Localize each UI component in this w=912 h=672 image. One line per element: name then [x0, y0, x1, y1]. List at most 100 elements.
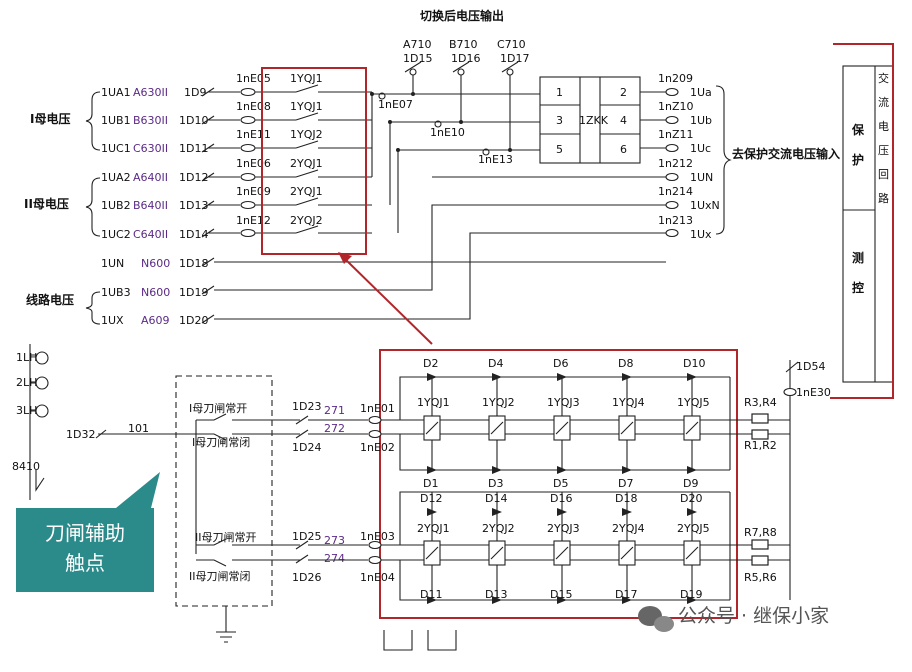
bus1-open-contact: I母刀闸常开 [189, 402, 247, 415]
svg-text:3LH: 3LH [16, 404, 37, 417]
svg-text:D5: D5 [553, 477, 568, 490]
svg-text:1D9: 1D9 [184, 86, 206, 99]
svg-text:D3: D3 [488, 477, 503, 490]
output-c-terminal: 1D17 [500, 52, 529, 65]
svg-text:1UB2: 1UB2 [101, 199, 131, 212]
bottom-stub-lines [383, 630, 457, 651]
svg-text:D14: D14 [485, 492, 507, 505]
bus2-closed-contact: II母刀闸常闭 [189, 570, 251, 583]
svg-text:D6: D6 [553, 357, 568, 370]
svg-text:1nE04: 1nE04 [360, 571, 395, 584]
to-protection-label: 去保护交流电压输入 [732, 146, 840, 161]
svg-text:2YQJ3: 2YQJ3 [547, 522, 580, 535]
right-terminal-1ne30: 1nE30 [796, 386, 831, 399]
svg-text:5: 5 [556, 143, 563, 156]
svg-text:D20: D20 [680, 492, 702, 505]
svg-text:D19: D19 [680, 588, 702, 601]
svg-text:1UxN: 1UxN [690, 199, 720, 212]
svg-text:1nE05: 1nE05 [236, 72, 271, 85]
svg-text:D12: D12 [420, 492, 442, 505]
highlight-arrow [343, 257, 433, 345]
svg-text:1D11: 1D11 [179, 142, 208, 155]
input-row-8: 1UB3 N600 1D19 [101, 286, 208, 299]
svg-text:N600: N600 [141, 286, 170, 299]
svg-text:D15: D15 [550, 588, 572, 601]
svg-text:2: 2 [620, 86, 627, 99]
knife-wiring [195, 413, 300, 567]
callout-line-2: 触点 [65, 551, 105, 575]
svg-text:1UN: 1UN [690, 171, 713, 184]
zkk-switch: 1 3 5 2 4 6 1ZKK [539, 76, 641, 164]
line-voltage-label: 线路电压 [26, 292, 74, 307]
watermark-text: 公众号 · 继保小家 [678, 605, 829, 627]
svg-text:1nE09: 1nE09 [236, 185, 271, 198]
svg-text:1UC1: 1UC1 [101, 142, 131, 155]
output-brace [715, 85, 732, 235]
protection-measure-box: 保护 测控 交流电压回路 [842, 65, 894, 383]
svg-text:1D20: 1D20 [179, 314, 208, 327]
svg-text:1UX: 1UX [101, 314, 124, 327]
svg-text:1LH: 1LH [16, 351, 37, 364]
ground-icon [216, 606, 236, 643]
svg-text:1nE06: 1nE06 [236, 157, 271, 170]
svg-text:274: 274 [324, 552, 345, 565]
svg-text:D10: D10 [683, 357, 705, 370]
output-b-label: B710 [449, 38, 478, 51]
svg-text:1n214: 1n214 [658, 185, 693, 198]
svg-text:R5,R6: R5,R6 [744, 571, 777, 584]
bottom-main-wire [95, 429, 196, 439]
svg-text:1UC2: 1UC2 [101, 228, 131, 241]
svg-text:1YQJ4: 1YQJ4 [612, 396, 645, 409]
relay-contact-highlight-box [261, 67, 367, 255]
svg-text:1n213: 1n213 [658, 214, 693, 227]
input-row-3: 1UC1 C630II 1D11 1nE11 1YQJ2 [101, 128, 323, 155]
svg-text:1YQJ1: 1YQJ1 [290, 72, 323, 85]
svg-text:C640II: C640II [133, 228, 168, 241]
protect-label: 保护 [851, 122, 865, 167]
svg-text:1YQJ1: 1YQJ1 [290, 100, 323, 113]
bus1-voltage-label: I母电压 [30, 111, 70, 126]
svg-text:1UA1: 1UA1 [101, 86, 131, 99]
svg-text:8410: 8410 [12, 460, 40, 473]
svg-text:1YQJ2: 1YQJ2 [482, 396, 515, 409]
svg-text:D18: D18 [615, 492, 637, 505]
svg-text:1n209: 1n209 [658, 72, 693, 85]
bus2-voltage-label: II母电压 [24, 196, 69, 211]
right-terminal-ellipse [783, 387, 797, 397]
svg-text:4: 4 [620, 114, 627, 127]
svg-text:1D12: 1D12 [179, 171, 208, 184]
input-row-5: 1UB2 B640II 1D13 1nE09 2YQJ1 [101, 185, 323, 212]
diagram-title: 切换后电压输出 [420, 8, 504, 23]
terminal-rows: 1D23 271 1nE01 1D24 272 1nE02 1D25 273 1… [292, 400, 395, 584]
input-row-4: 1UA2 A640II 1D12 1nE06 2YQJ1 [101, 157, 323, 184]
svg-text:R7,R8: R7,R8 [744, 526, 777, 539]
highlight-arrowhead [338, 252, 352, 264]
svg-text:D4: D4 [488, 357, 503, 370]
svg-text:2YQJ1: 2YQJ1 [290, 185, 323, 198]
svg-text:271: 271 [324, 404, 345, 417]
output-a-label: A710 [403, 38, 432, 51]
svg-text:N600: N600 [141, 257, 170, 270]
junction-1ne07: 1nE07 [378, 98, 413, 111]
callout-pointer [116, 472, 160, 512]
input-row-2: 1UB1 B630II 1D10 1nE08 1YQJ1 [101, 100, 323, 127]
input-row-1: 1UA1 A630II 1D9 1nE05 1YQJ1 [101, 72, 323, 99]
svg-text:D8: D8 [618, 357, 633, 370]
left-indicators: 1LH 2LH 3LH 8410 [12, 344, 49, 500]
svg-text:6: 6 [620, 143, 627, 156]
svg-text:1YQJ2: 1YQJ2 [290, 128, 323, 141]
group-braces [85, 91, 101, 325]
svg-text:2YQJ1: 2YQJ1 [417, 522, 450, 535]
svg-text:2YQJ5: 2YQJ5 [677, 522, 710, 535]
output-c-label: C710 [497, 38, 526, 51]
svg-text:1YQJ5: 1YQJ5 [677, 396, 710, 409]
svg-text:2YQJ4: 2YQJ4 [612, 522, 645, 535]
svg-text:1UN: 1UN [101, 257, 124, 270]
svg-text:R3,R4: R3,R4 [744, 396, 777, 409]
svg-text:1nE02: 1nE02 [360, 441, 395, 454]
svg-text:C630II: C630II [133, 142, 168, 155]
right-terminal-1d54: 1D54 [796, 360, 825, 373]
